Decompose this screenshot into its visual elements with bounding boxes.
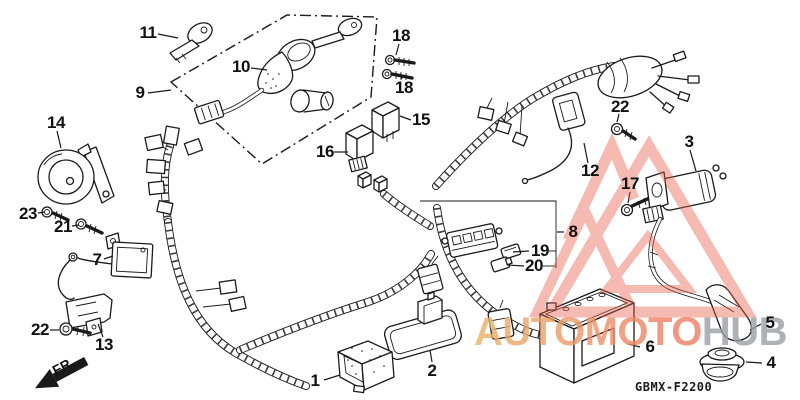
regulator-rectifier — [57, 232, 154, 300]
harness-branch-connectors-lower — [195, 279, 247, 312]
callout-6: 6 — [645, 337, 655, 356]
relay-connectors — [357, 171, 388, 193]
callout-20: 20 — [525, 256, 543, 275]
callout-14: 14 — [47, 113, 65, 132]
watermark-text-primary: AUTOMOTO — [474, 310, 702, 354]
spark-plug-seal — [699, 347, 745, 382]
callout-12: 12 — [581, 161, 599, 180]
callout-4: 4 — [766, 353, 776, 372]
callout-21: 21 — [54, 217, 72, 236]
watermark-text-secondary: HUB — [701, 310, 788, 354]
callout-10: 10 — [232, 57, 250, 76]
watermark-text: AUTOMOTOHUB — [474, 310, 788, 354]
ignition-key — [169, 22, 213, 64]
callout-7: 7 — [92, 250, 102, 269]
watermark-logo — [529, 132, 757, 318]
harness-boot-terminals — [597, 50, 700, 114]
spark-plug-lead — [647, 219, 750, 331]
bolt-22-left — [59, 322, 92, 337]
callout-leader-lines — [37, 33, 763, 381]
callout-22-b: 22 — [31, 320, 49, 339]
harness-branch-connectors-top — [477, 97, 529, 147]
harness-end-connector — [487, 299, 515, 340]
main-connector-block — [417, 223, 503, 295]
callout-2: 2 — [427, 361, 437, 380]
ignition-coil — [642, 164, 727, 224]
ignition-switch-group-box — [169, 14, 378, 165]
screw-21 — [75, 218, 104, 235]
callout-19: 19 — [531, 241, 549, 260]
harness-branch-connectors-left — [144, 125, 204, 215]
horn — [37, 143, 115, 205]
relay-15 — [371, 101, 400, 142]
plug-cap — [705, 284, 753, 342]
callout-11: 11 — [139, 23, 157, 42]
ignition-switch — [193, 17, 363, 125]
fuse-parts — [490, 243, 522, 273]
callout-22-a: 22 — [611, 97, 629, 116]
callout-16: 16 — [316, 142, 334, 161]
clamp-bracket-12 — [521, 91, 586, 185]
relay-16 — [345, 124, 374, 173]
screw-18-lower — [381, 68, 414, 80]
callout-23: 23 — [19, 204, 37, 223]
callout-1: 1 — [310, 371, 320, 390]
part-code: GBMX-F2200 — [635, 380, 713, 394]
callout-18-b: 18 — [395, 78, 413, 97]
callout-9: 9 — [135, 83, 145, 102]
callout-3: 3 — [684, 132, 694, 151]
group-bracket-8 — [420, 200, 557, 268]
battery — [539, 288, 635, 384]
callout-15: 15 — [412, 110, 430, 129]
callout-13: 13 — [95, 335, 113, 354]
callout-17: 17 — [621, 174, 639, 193]
connector-cover — [337, 340, 395, 394]
callout-8: 8 — [568, 222, 578, 241]
cdi-unit — [383, 291, 462, 361]
front-direction-arrow — [35, 357, 89, 389]
screw-23 — [41, 206, 70, 222]
screw-18-upper — [384, 54, 416, 66]
callout-5: 5 — [765, 313, 775, 332]
callout-18-a: 18 — [392, 26, 410, 45]
screw-22-top — [610, 122, 637, 141]
